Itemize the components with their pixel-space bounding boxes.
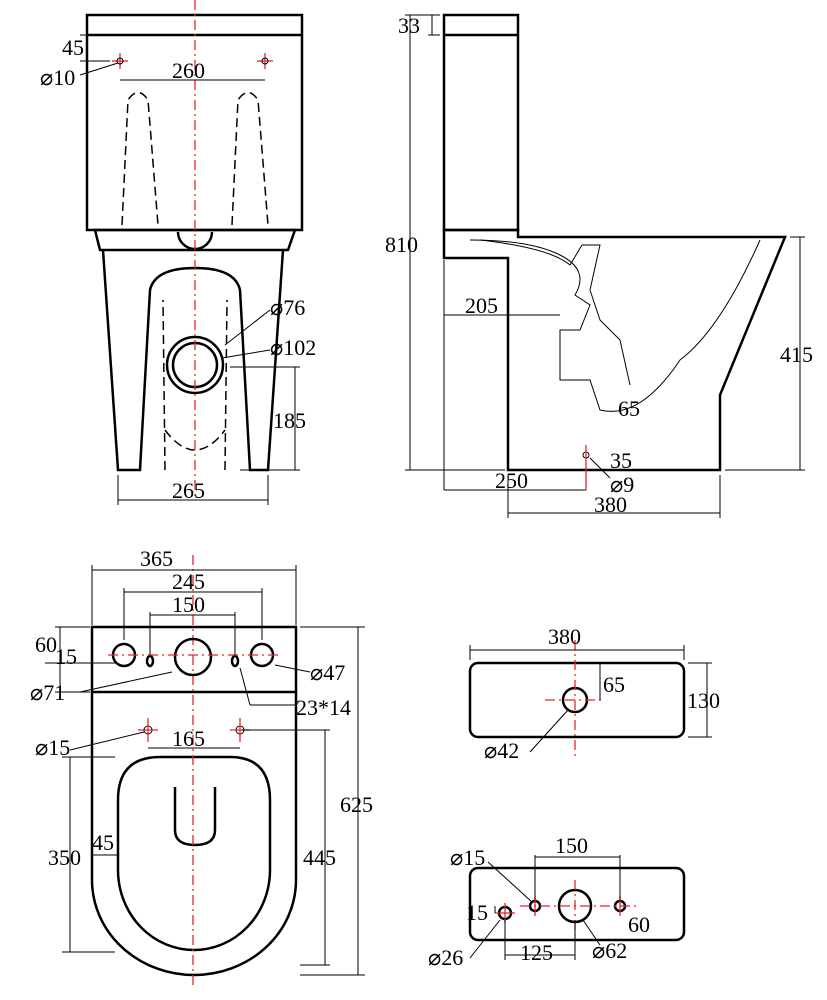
dim-fix-dia: ⌀9 bbox=[610, 472, 634, 497]
tank-lid-view: 380 65 130 ⌀42 bbox=[468, 624, 720, 763]
dim-base-length: 380 bbox=[594, 492, 627, 517]
dim-tank-depth: 60 bbox=[35, 632, 57, 657]
dim-hole-offset: 15 bbox=[55, 644, 77, 669]
dim-lid-length: 380 bbox=[548, 624, 581, 649]
side-view: 33 810 205 415 65 35 ⌀9 250 380 bbox=[385, 13, 813, 518]
dim-outlet-height: 185 bbox=[273, 408, 306, 433]
dim-total-height: 810 bbox=[385, 232, 418, 257]
dim-seat-hole-spacing: 165 bbox=[172, 726, 205, 751]
dim-outlet-inner: ⌀76 bbox=[270, 295, 305, 320]
dim-inlet-dia: ⌀26 bbox=[428, 945, 463, 970]
dim-lid-hole-offset: 65 bbox=[603, 672, 625, 697]
dim-bottom-depth: 60 bbox=[628, 912, 650, 937]
dim-side-hole-dia: ⌀47 bbox=[310, 660, 345, 685]
dim-outlet-outer: ⌀102 bbox=[270, 335, 316, 360]
dim-trap-dia: 65 bbox=[618, 396, 640, 421]
dim-lid-height: 33 bbox=[398, 13, 420, 38]
dim-overall-length: 625 bbox=[340, 792, 373, 817]
dim-overall-width: 365 bbox=[140, 546, 173, 571]
dim-wall-to-fix: 250 bbox=[495, 468, 528, 493]
dim-small-hole-dia: ⌀15 bbox=[450, 845, 485, 870]
dim-center-hole-dia: ⌀71 bbox=[30, 680, 65, 705]
dim-fix-height: 35 bbox=[610, 448, 632, 473]
dim-bolt-dia: ⌀10 bbox=[40, 65, 75, 90]
dim-seat-height: 415 bbox=[780, 342, 813, 367]
dim-base-width: 265 bbox=[172, 478, 205, 503]
dim-bowl-length: 445 bbox=[303, 845, 336, 870]
dim-slot: 23*14 bbox=[296, 695, 351, 720]
top-view: 365 245 150 60 15 ⌀47 ⌀71 23*14 ⌀15 165 … bbox=[30, 546, 373, 985]
dim-hole-spacing: 150 bbox=[555, 833, 588, 858]
dim-lid-hole-dia: ⌀42 bbox=[484, 738, 519, 763]
dim-flush-dia: ⌀62 bbox=[592, 938, 627, 963]
dim-lid-depth: 130 bbox=[687, 688, 720, 713]
dim-seat-hole-dia: ⌀15 bbox=[35, 735, 70, 760]
dim-bolt-spacing: 260 bbox=[172, 58, 205, 83]
dim-inlet-offset: 125 bbox=[520, 940, 553, 965]
front-view: 45 260 ⌀10 ⌀76 ⌀102 185 265 bbox=[40, 0, 316, 505]
dim-seat-offset: 45 bbox=[92, 830, 114, 855]
tank-bottom-view: ⌀15 150 15 60 ⌀26 125 ⌀62 bbox=[428, 833, 686, 970]
dim-seat-length: 350 bbox=[48, 845, 81, 870]
dim-tank-offset: 45 bbox=[62, 35, 84, 60]
dim-edge-offset: 15 bbox=[466, 900, 488, 925]
dim-outlet-setback: 205 bbox=[465, 293, 498, 318]
dim-outer-holes: 245 bbox=[172, 569, 205, 594]
dim-inner-holes: 150 bbox=[172, 592, 205, 617]
